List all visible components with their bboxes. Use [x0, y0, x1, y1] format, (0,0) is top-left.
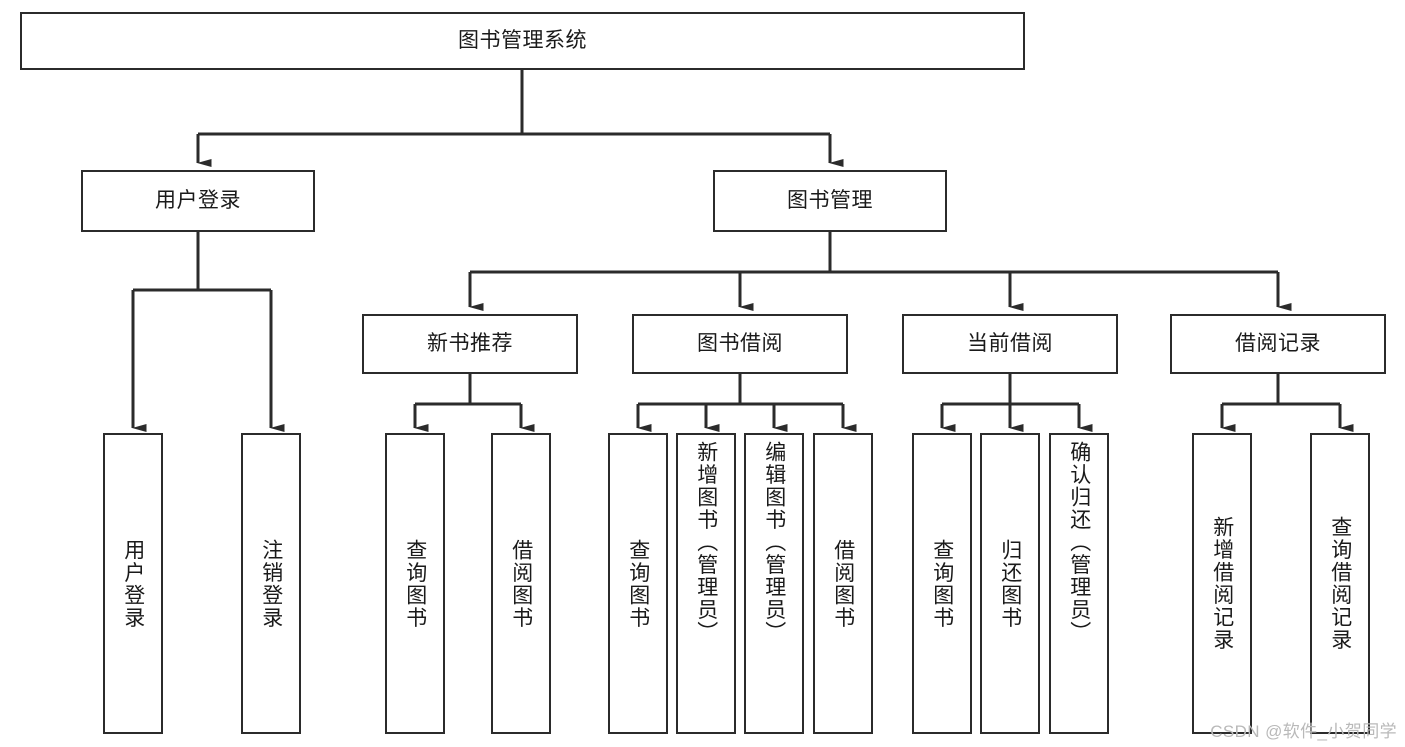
node-label: 编辑图书（管理员） — [762, 441, 786, 644]
node-label: 图书管理系统 — [458, 28, 587, 52]
node-label: 查询图书 — [403, 538, 427, 629]
leaf-new-book-query-book[interactable]: 查询图书 — [385, 433, 445, 734]
leaf-record-query-record[interactable]: 查询借阅记录 — [1310, 433, 1370, 734]
leaf-user-login-login[interactable]: 用户登录 — [103, 433, 163, 734]
leaf-borrow-query-book[interactable]: 查询图书 — [608, 433, 668, 734]
node-label: 图书管理 — [787, 188, 873, 212]
node-label: 新增借阅记录 — [1210, 516, 1234, 651]
node-label: 用户登录 — [155, 188, 241, 212]
node-label: 注销登录 — [259, 538, 283, 629]
node-root-book-management-system[interactable]: 图书管理系统 — [20, 12, 1025, 70]
node-label: 新书推荐 — [427, 331, 513, 355]
leaf-borrow-add-book-admin[interactable]: 新增图书（管理员） — [676, 433, 736, 734]
node-label: 借阅记录 — [1235, 331, 1321, 355]
node-book-management[interactable]: 图书管理 — [713, 170, 947, 232]
node-label: 查询借阅记录 — [1328, 516, 1352, 651]
node-label: 当前借阅 — [967, 331, 1053, 355]
node-label: 确认归还（管理员） — [1067, 441, 1091, 644]
node-label: 借阅图书 — [509, 538, 533, 629]
leaf-borrow-borrow-book[interactable]: 借阅图书 — [813, 433, 873, 734]
node-book-borrow[interactable]: 图书借阅 — [632, 314, 848, 374]
node-current-borrow[interactable]: 当前借阅 — [902, 314, 1118, 374]
node-label: 图书借阅 — [697, 331, 783, 355]
node-borrow-record[interactable]: 借阅记录 — [1170, 314, 1386, 374]
node-user-login[interactable]: 用户登录 — [81, 170, 315, 232]
leaf-current-confirm-return-admin[interactable]: 确认归还（管理员） — [1049, 433, 1109, 734]
node-label: 借阅图书 — [831, 538, 855, 629]
node-label: 查询图书 — [626, 538, 650, 629]
leaf-borrow-edit-book-admin[interactable]: 编辑图书（管理员） — [744, 433, 804, 734]
leaf-user-login-logout[interactable]: 注销登录 — [241, 433, 301, 734]
node-label: 用户登录 — [121, 538, 145, 629]
leaf-current-query-book[interactable]: 查询图书 — [912, 433, 972, 734]
leaf-new-book-borrow-book[interactable]: 借阅图书 — [491, 433, 551, 734]
node-label: 归还图书 — [998, 538, 1022, 629]
node-new-book-recommend[interactable]: 新书推荐 — [362, 314, 578, 374]
leaf-current-return-book[interactable]: 归还图书 — [980, 433, 1040, 734]
csdn-watermark: CSDN @软件_小贺同学 — [1210, 722, 1397, 741]
node-label: 新增图书（管理员） — [694, 441, 718, 644]
leaf-record-add-record[interactable]: 新增借阅记录 — [1192, 433, 1252, 734]
node-label: 查询图书 — [930, 538, 954, 629]
